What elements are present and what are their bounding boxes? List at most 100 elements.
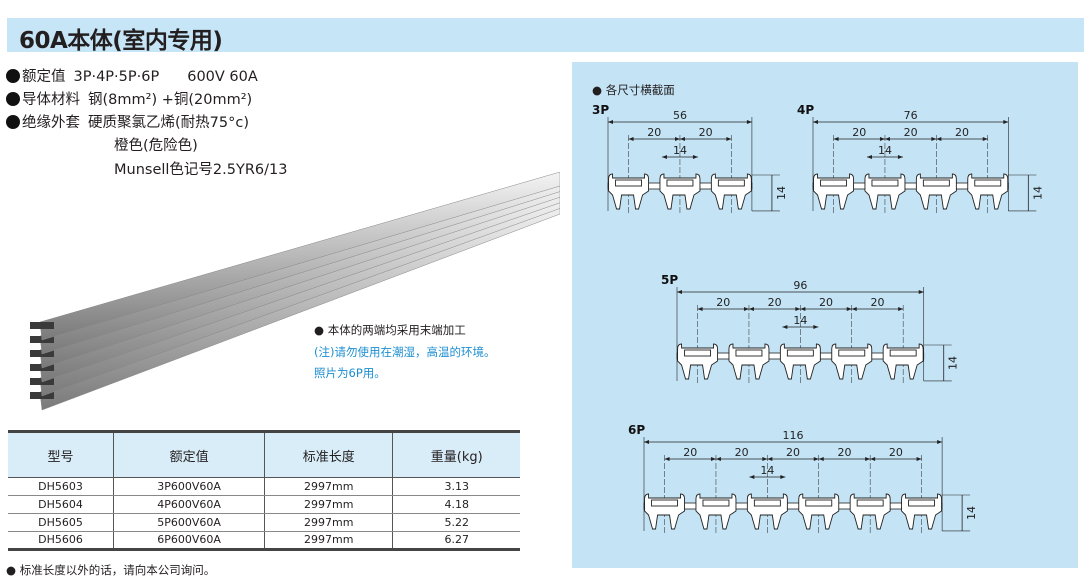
conductor (805, 499, 833, 507)
arrow-icon (879, 137, 885, 141)
arrow-icon (767, 457, 773, 461)
arrow-icon (884, 137, 890, 141)
note-caution: (注)请勿使用在潮湿，高温的环境。 (314, 345, 496, 359)
note-ends: ● 本体的两端均采用末端加工 (314, 323, 466, 337)
conductor (871, 179, 899, 187)
arrow-icon (866, 155, 872, 159)
table-cell: 2997mm (264, 531, 393, 551)
arrow-icon (710, 457, 716, 461)
section-label: 3P (592, 103, 609, 117)
conductor (735, 349, 763, 357)
spec-insulation: 绝缘外套硬质聚氯乙烯(耐热75°c) (6, 111, 257, 132)
dimension-label: 14 (947, 356, 960, 370)
product-photo (30, 172, 560, 411)
dimension-label: 20 (647, 126, 661, 139)
conductor (684, 349, 712, 357)
arrow-icon (664, 457, 670, 461)
dimension-label: 20 (904, 126, 918, 139)
col-rating: 额定值 (113, 430, 265, 478)
dimension-label: 14 (775, 186, 788, 200)
table-cell: 5P600V60A (113, 513, 265, 532)
spec-value: 3P·4P·5P·6P (73, 69, 160, 85)
spec-munsell: Munsell色记号2.5YR6/13 (114, 162, 288, 178)
section-label: 6P (628, 423, 645, 437)
spec-extra: 600V 60A (187, 69, 258, 85)
conductor (889, 349, 917, 357)
dimension-label: 14 (1031, 186, 1044, 200)
arrow-icon (818, 457, 824, 461)
dimension-label: 20 (852, 126, 866, 139)
conductor (838, 349, 866, 357)
bullet-icon (6, 92, 20, 106)
table-cell: 4.18 (392, 495, 520, 514)
dimension-label: 20 (837, 446, 851, 459)
spec-label: 额定值 (22, 69, 66, 85)
table-cell: 2997mm (264, 477, 393, 496)
bullet-icon (6, 69, 20, 83)
arrow-icon (697, 307, 703, 311)
conductor (974, 179, 1002, 187)
conductor (753, 499, 781, 507)
dimension-label: 20 (819, 296, 833, 309)
arrow-icon (746, 120, 752, 124)
conductor (922, 179, 950, 187)
dimension-label: 20 (716, 296, 730, 309)
conductor (651, 499, 679, 507)
spec-color: 橙色(危险色) (114, 138, 198, 154)
arrow-icon (865, 457, 871, 461)
table-cell: 3.13 (392, 477, 520, 496)
title-bar: 60A本体(室内专用) (7, 18, 1084, 54)
arrow-icon (608, 120, 613, 124)
bar-body (39, 172, 560, 341)
arrow-icon (931, 137, 937, 141)
arrow-icon (936, 137, 942, 141)
section-label: 4P (797, 103, 814, 117)
dimension-label: 20 (699, 126, 713, 139)
table-cell: 2997mm (264, 495, 393, 514)
table-cell: 3P600V60A (113, 477, 265, 496)
bar-end (30, 322, 54, 329)
spec-rating: 额定值 3P·4P·5P·6P 600V 60A (6, 65, 266, 86)
arrow-icon (897, 155, 903, 159)
dimension-label: 14 (965, 506, 978, 520)
col-length: 标准长度 (264, 430, 393, 478)
dimension-label: 14 (793, 314, 807, 327)
arrow-icon (898, 307, 904, 311)
page-title: 60A本体(室内专用) (19, 28, 223, 54)
arrow-icon (851, 307, 857, 311)
dimension-label: 56 (673, 109, 687, 122)
arrow-icon (780, 475, 786, 479)
arrow-icon (813, 325, 819, 329)
arrow-icon (726, 137, 732, 141)
arrow-icon (916, 457, 922, 461)
table-cell: 6P600V60A (113, 531, 265, 551)
arrow-icon (846, 307, 852, 311)
arrow-icon (813, 457, 819, 461)
arrow-icon (762, 457, 768, 461)
dimension-label: 20 (889, 446, 903, 459)
footnote: ● 标准长度以外的话，请向本公司询问。 (6, 563, 216, 577)
dimension-label: 116 (783, 429, 804, 442)
conductor (666, 179, 694, 187)
arrow-icon (782, 325, 788, 329)
arrow-icon (743, 307, 749, 311)
arrow-icon (628, 137, 634, 141)
panel-title: ● 各尺寸横截面 (592, 83, 675, 97)
arrow-icon (813, 120, 818, 124)
dimension-label: 76 (904, 109, 918, 122)
table-cell: DH5604 (8, 495, 114, 514)
arrow-icon (870, 457, 876, 461)
arrow-icon (661, 155, 667, 159)
dimension-label: 14 (760, 464, 774, 477)
arrow-icon (982, 137, 988, 141)
note-photo: 照片为6P用。 (314, 366, 386, 380)
arrow-icon (677, 290, 682, 294)
